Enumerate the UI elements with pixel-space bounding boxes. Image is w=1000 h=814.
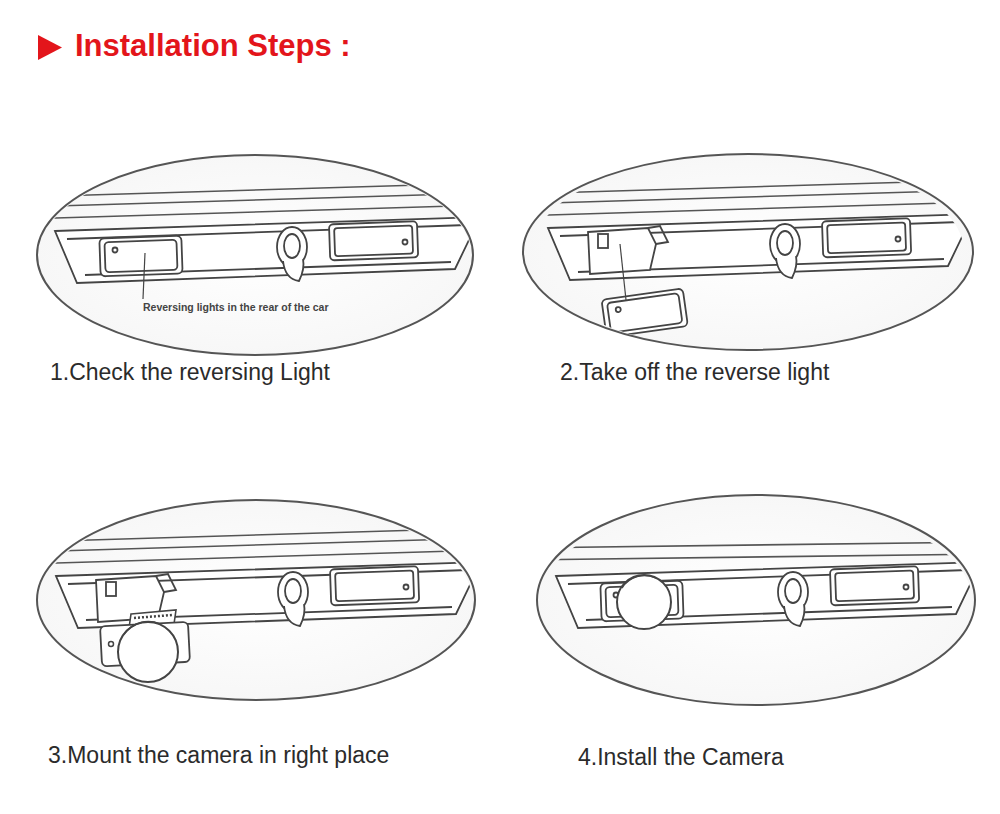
step-caption: 2.Take off the reverse light	[560, 359, 829, 386]
panel-1	[25, 155, 485, 355]
panel-2	[518, 154, 978, 350]
step-caption: 1.Check the reversing Light	[50, 359, 330, 386]
part-label: Reversing lights in the rear of the car	[143, 301, 329, 313]
step-caption: 3.Mount the camera in right place	[48, 742, 389, 769]
step-caption: 4.Install the Camera	[578, 744, 784, 771]
panel-3	[26, 500, 486, 700]
title-arrow	[38, 35, 62, 60]
page-title: Installation Steps :	[75, 28, 351, 64]
panel-4	[526, 495, 986, 705]
